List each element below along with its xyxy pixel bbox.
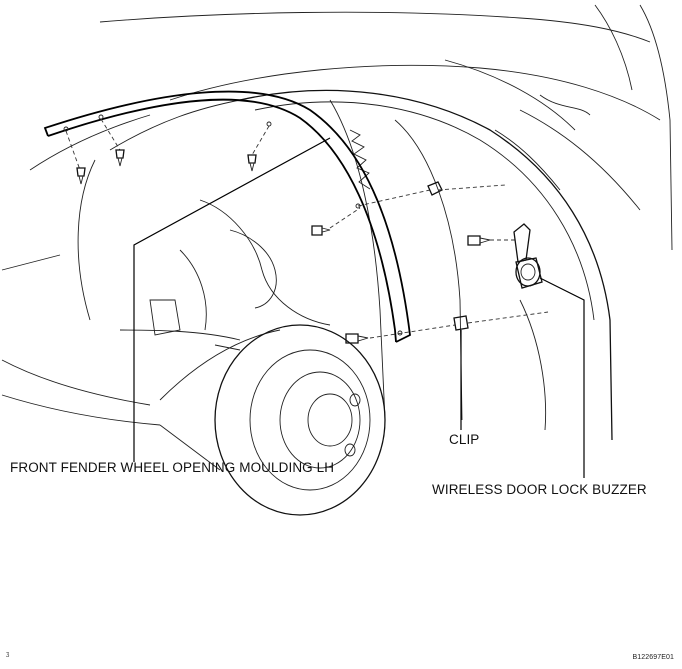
moulding-screws [65,118,270,185]
screw-2 [100,118,125,167]
housing-fasteners [311,181,549,344]
corner-mark: ᶾ [6,650,10,660]
screw-3 [247,125,270,172]
buzzer-label: WIRELESS DOOR LOCK BUZZER [432,482,647,497]
moulding-label: FRONT FENDER WHEEL OPENING MOULDING LH [10,460,335,475]
leader-lines [133,137,585,478]
vehicle-body-outline [1,4,673,426]
clip-part [453,315,469,331]
wheel-hub [159,324,386,516]
clip-label: CLIP [449,432,480,447]
wheel-opening-moulding [43,90,411,343]
door-lock-buzzer [513,223,543,289]
wheel-housing [77,89,613,441]
screw-1 [65,130,86,185]
figure-code: B122697E01 [632,654,674,661]
